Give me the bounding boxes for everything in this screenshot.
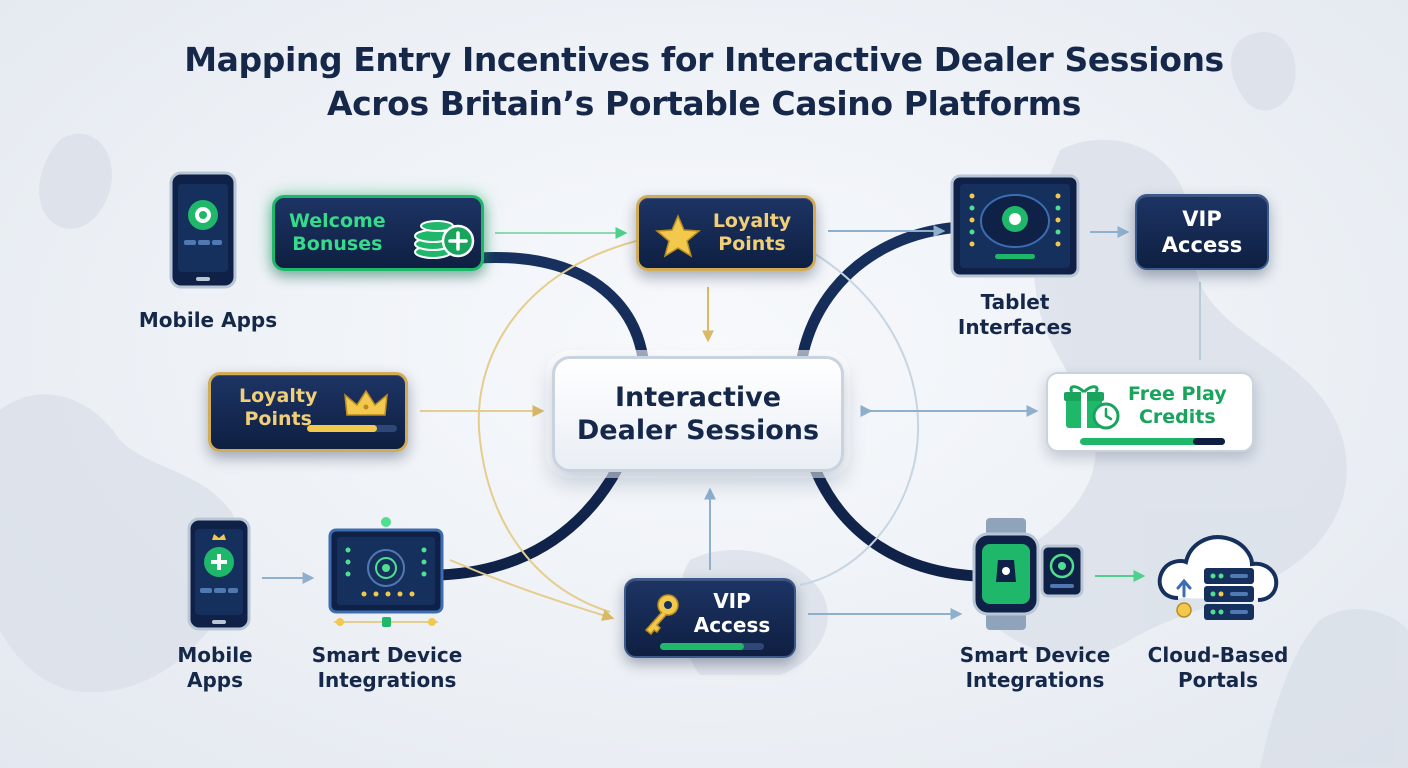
- vip-top-line-2: Access: [1161, 233, 1243, 257]
- tablet-line-1: Tablet: [980, 290, 1050, 314]
- vip-bottom-line-2: Access: [693, 613, 771, 637]
- vip-access-bottom-card[interactable]: VIP Access: [624, 578, 796, 658]
- center-node-interactive-dealer-sessions[interactable]: Interactive Dealer Sessions: [552, 356, 844, 472]
- cloud-line-2: Portals: [1177, 668, 1259, 692]
- title-line-1: Mapping Entry Incentives for Interactive…: [184, 40, 1224, 79]
- loyalty-top-line-2: Points: [718, 233, 786, 255]
- mobile-bottom-line-1: Mobile: [177, 643, 253, 667]
- arrow-smart-to-vip: [449, 559, 615, 621]
- vip-bottom-line-1: VIP: [713, 589, 751, 613]
- title-line-2: Acros Britain’s Portable Casino Platform…: [327, 84, 1081, 123]
- free-play-credits-card[interactable]: Free Play Credits: [1046, 372, 1254, 452]
- smart-display-icon: [328, 528, 444, 627]
- loyalty-progress-fill: [307, 425, 377, 432]
- smart-left-line-1: Smart Device: [311, 643, 463, 667]
- freeplay-progress-fill: [1080, 438, 1225, 445]
- freeplay-line-2: Credits: [1138, 406, 1216, 428]
- page-title: Mapping Entry Incentives for Interactive…: [0, 38, 1408, 126]
- vip-top-line-1: VIP: [1182, 207, 1222, 231]
- loyalty-top-line-1: Loyalty: [712, 210, 792, 232]
- loyalty-points-left-label: Loyalty Points: [239, 385, 317, 431]
- chip-stack-icon: [414, 220, 475, 259]
- freeplay-progress-track: [1193, 438, 1225, 445]
- smart-right-line-2: Integrations: [965, 668, 1105, 692]
- smartphone-icon: [169, 171, 237, 289]
- welcome-line-2: Bonuses: [292, 233, 383, 255]
- loyalty-left-line-2: Points: [244, 408, 312, 430]
- loyalty-points-top-card[interactable]: Loyalty Points: [636, 195, 816, 271]
- cloud-line-1: Cloud-Based: [1147, 643, 1289, 667]
- loyalty-points-top-label: Loyalty Points: [713, 210, 791, 256]
- welcome-bonuses-card[interactable]: Welcome Bonuses: [272, 195, 484, 271]
- freeplay-line-1: Free Play: [1128, 383, 1227, 405]
- key-icon: [644, 594, 679, 636]
- mobile-bottom-line-2: Apps: [186, 668, 243, 692]
- welcome-bonuses-label: Welcome Bonuses: [289, 210, 386, 256]
- vip-access-bottom-label: VIP Access: [694, 589, 771, 637]
- tablet-icon: [950, 174, 1080, 278]
- cloud-server-icon: [1157, 535, 1279, 620]
- caption-cloud-portals: Cloud-Based Portals: [1128, 643, 1308, 693]
- loyalty-points-left-card[interactable]: Loyalty Points: [208, 372, 408, 452]
- vip-access-top-card[interactable]: VIP Access: [1135, 194, 1269, 270]
- caption-mobile-apps-top: Mobile Apps: [138, 308, 278, 332]
- center-line-1: Interactive: [614, 382, 782, 413]
- smart-left-line-2: Integrations: [317, 668, 457, 692]
- status-dot: [381, 517, 391, 527]
- smartphone-icon: [187, 517, 251, 631]
- caption-mobile-apps-bottom: Mobile Apps: [150, 643, 280, 693]
- tablet-line-2: Interfaces: [957, 315, 1073, 339]
- star-icon: [655, 214, 701, 258]
- vip-progress-fill: [660, 643, 744, 650]
- caption-smart-device-left: Smart Device Integrations: [292, 643, 482, 693]
- loyalty-left-line-1: Loyalty: [239, 385, 318, 407]
- caption-tablet-interfaces: Tablet Interfaces: [930, 290, 1100, 340]
- smart-right-line-1: Smart Device: [959, 643, 1111, 667]
- connector-ring-gold: [477, 239, 641, 613]
- crown-icon: [344, 389, 388, 416]
- connector-ring-light: [799, 251, 920, 586]
- welcome-line-1: Welcome: [289, 210, 386, 232]
- vip-access-top-label: VIP Access: [1162, 206, 1242, 258]
- caption-smart-device-right: Smart Device Integrations: [940, 643, 1130, 693]
- smartwatch-icon: [972, 518, 1084, 630]
- free-play-credits-label: Free Play Credits: [1128, 383, 1227, 429]
- center-line-2: Dealer Sessions: [576, 415, 820, 446]
- gift-icon: [1064, 385, 1120, 430]
